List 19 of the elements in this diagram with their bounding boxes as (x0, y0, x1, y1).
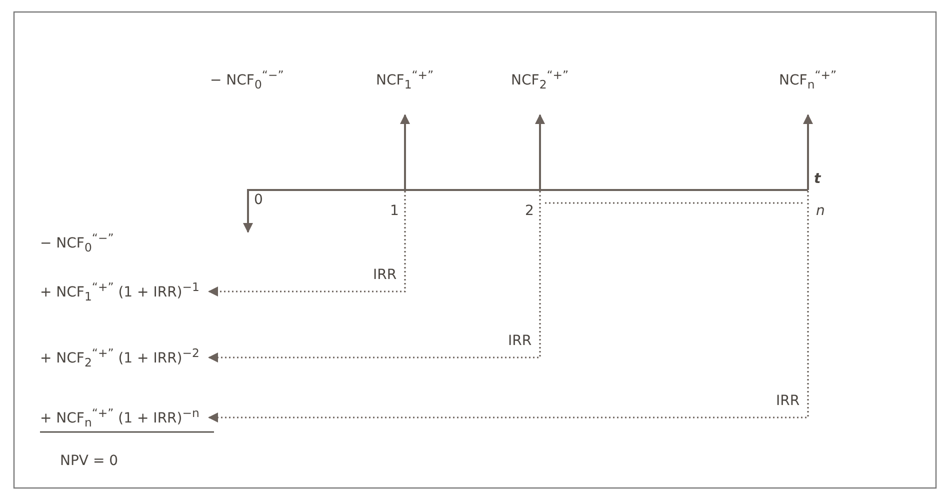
axis-label: t (814, 170, 821, 188)
arrow (535, 114, 545, 190)
discounted-term: + NCF$_{n}$$^{“+”}$ (1 + IRR)$^{−n}$ (40, 404, 200, 432)
discounted-term: + NCF$_{1}$$^{“+”}$ (1 + IRR)$^{−1}$ (40, 278, 200, 306)
dotted-arrow (208, 191, 809, 422)
edge-label: IRR (508, 332, 532, 350)
arrow (803, 114, 813, 190)
dotted-arrow (208, 191, 541, 362)
arrow (400, 114, 410, 190)
npv-result: NPV = 0 (60, 452, 118, 470)
tick-label: 2 (525, 202, 534, 220)
dotted-arrow (208, 191, 406, 296)
tick-label: 1 (390, 202, 399, 220)
tick-label: n (816, 202, 825, 220)
arrow (243, 189, 253, 233)
discounted-term: + NCF$_{2}$$^{“+”}$ (1 + IRR)$^{−2}$ (40, 344, 200, 372)
edge-label: IRR (776, 392, 800, 410)
tick-label: 0 (254, 191, 263, 209)
edge-label: IRR (373, 266, 397, 284)
